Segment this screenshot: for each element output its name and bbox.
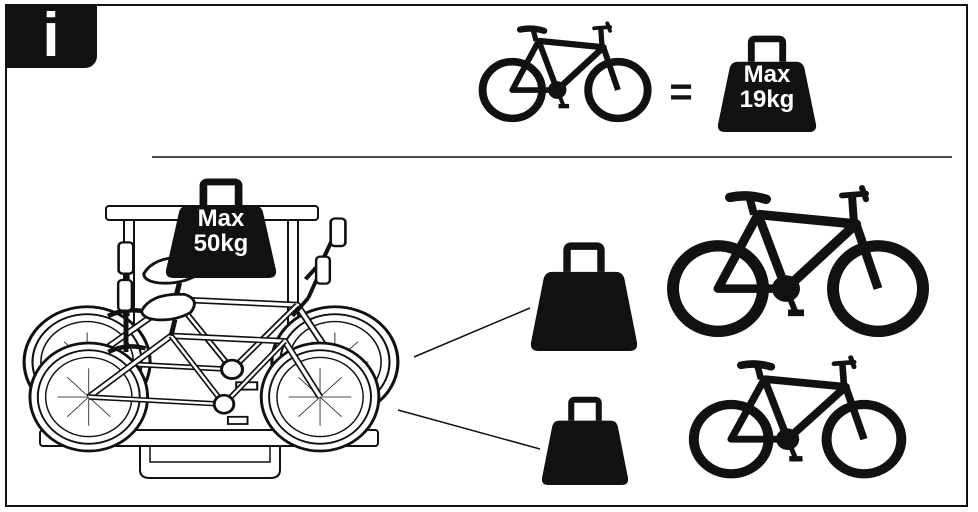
weight-icon — [531, 246, 637, 351]
bicycle-icon — [694, 358, 902, 474]
per-bike-weight-label: Max 19kg — [718, 61, 816, 114]
rack-weight-line1: Max — [197, 205, 245, 232]
per-bike-weight-line1: Max — [743, 61, 791, 88]
per-bike-weight-line2: 19kg — [739, 86, 795, 114]
leader-line-lower — [397, 409, 541, 450]
info-badge-glyph: i — [42, 1, 60, 70]
rack-weight-line2: 50kg — [193, 230, 249, 258]
bicycle-icon — [483, 23, 648, 118]
bicycle-icon — [673, 188, 923, 331]
weight-icon — [542, 400, 628, 485]
rack-weight-label: Max 50kg — [166, 205, 276, 258]
illustration-frame — [5, 4, 968, 507]
equals-sign: = — [669, 70, 693, 114]
leader-line-upper — [413, 307, 531, 358]
info-icon: i — [5, 4, 97, 68]
bike-rack-illustration — [24, 182, 398, 479]
